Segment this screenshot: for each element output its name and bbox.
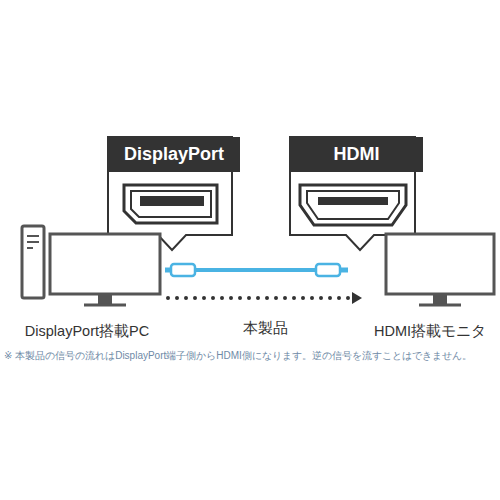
illustration-part — [98, 295, 112, 304]
illustration-part — [307, 191, 399, 219]
cable — [165, 264, 348, 276]
callout-header: DisplayPort — [108, 137, 240, 172]
note-text: ※ 本製品の信号の流れはDisplayPort端子側からHDMI側になります。逆… — [4, 349, 496, 362]
displayport-connector — [124, 185, 217, 223]
illustration-part — [171, 264, 195, 276]
illustration-part — [316, 264, 340, 276]
illustration-part — [27, 241, 39, 243]
figure-label: HDMI搭載モニタ — [372, 322, 488, 340]
illustration-part — [419, 304, 461, 307]
connector-callout: HDMI — [290, 137, 423, 235]
illustration-part — [131, 191, 211, 217]
illustration-part — [386, 234, 494, 294]
illustration-part — [27, 247, 33, 249]
illustration-part — [84, 304, 126, 307]
connector-callout: DisplayPort — [108, 137, 240, 235]
illustration-part — [140, 196, 204, 206]
callout-header: HDMI — [290, 137, 423, 172]
illustration-part — [300, 185, 406, 225]
hdmi-connector — [300, 185, 406, 225]
monitor-figure: HDMI搭載モニタ — [364, 222, 496, 340]
illustration-part — [433, 295, 447, 304]
illustration-part — [27, 235, 39, 237]
illustration-part — [195, 268, 316, 272]
pc-tower — [22, 226, 44, 298]
edge-label: 本製品 — [240, 319, 291, 337]
illustration-part — [50, 234, 160, 294]
figure-label: DisplayPort搭載PC — [23, 322, 151, 340]
illustration-part — [318, 197, 388, 205]
pc-monitor — [50, 234, 160, 305]
illustration-part — [22, 226, 44, 298]
signal-arrow — [168, 296, 362, 300]
hdmi-monitor — [386, 234, 494, 305]
pc-figure: DisplayPort搭載PC — [8, 222, 166, 340]
illustration-part — [124, 185, 217, 223]
